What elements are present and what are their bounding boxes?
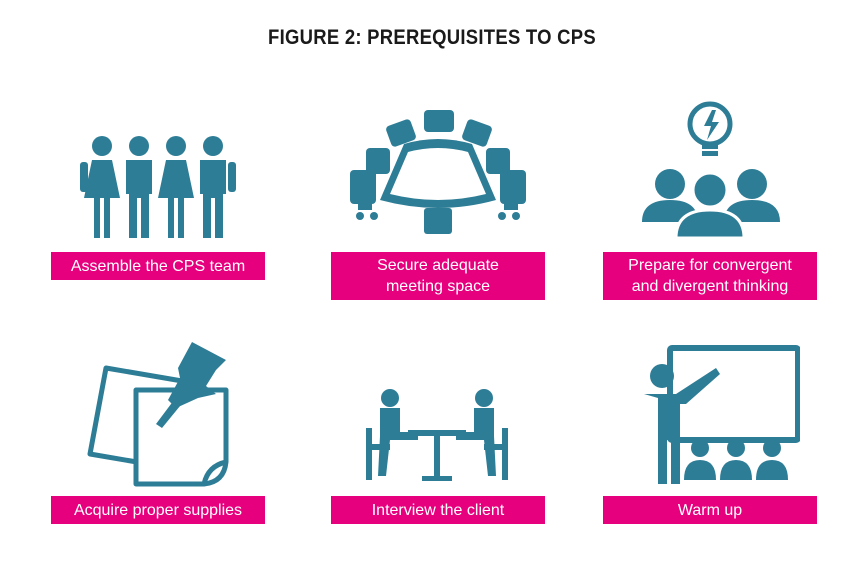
- step-label-assemble-team: Assemble the CPS team: [51, 252, 265, 280]
- step-label-thinking: Prepare for convergent and divergent thi…: [603, 252, 817, 300]
- step-label-text: Interview the client: [371, 501, 505, 519]
- step-label-text: Prepare for convergent: [628, 257, 792, 274]
- step-label-text: and divergent thinking: [631, 278, 789, 295]
- interview-icon: [366, 389, 508, 481]
- meeting-table-icon: [350, 110, 526, 234]
- idea-group-icon: [642, 101, 780, 240]
- pinned-notes-icon: [87, 342, 229, 487]
- figure-title: FIGURE 2: PREREQUISITES TO CPS: [268, 26, 596, 49]
- step-label-supplies: Acquire proper supplies: [51, 496, 265, 524]
- step-label-meeting-space: Secure adequate meeting space: [331, 252, 545, 300]
- presentation-icon: [644, 345, 800, 484]
- step-label-text: meeting space: [385, 278, 491, 295]
- step-label-warm-up: Warm up: [603, 496, 817, 524]
- step-label-text: Warm up: [677, 501, 743, 519]
- step-label-text: Assemble the CPS team: [70, 257, 246, 275]
- step-label-interview: Interview the client: [331, 496, 545, 524]
- team-icon: [80, 136, 236, 238]
- step-label-text: Acquire proper supplies: [73, 501, 243, 519]
- step-label-text: Secure adequate: [377, 257, 499, 274]
